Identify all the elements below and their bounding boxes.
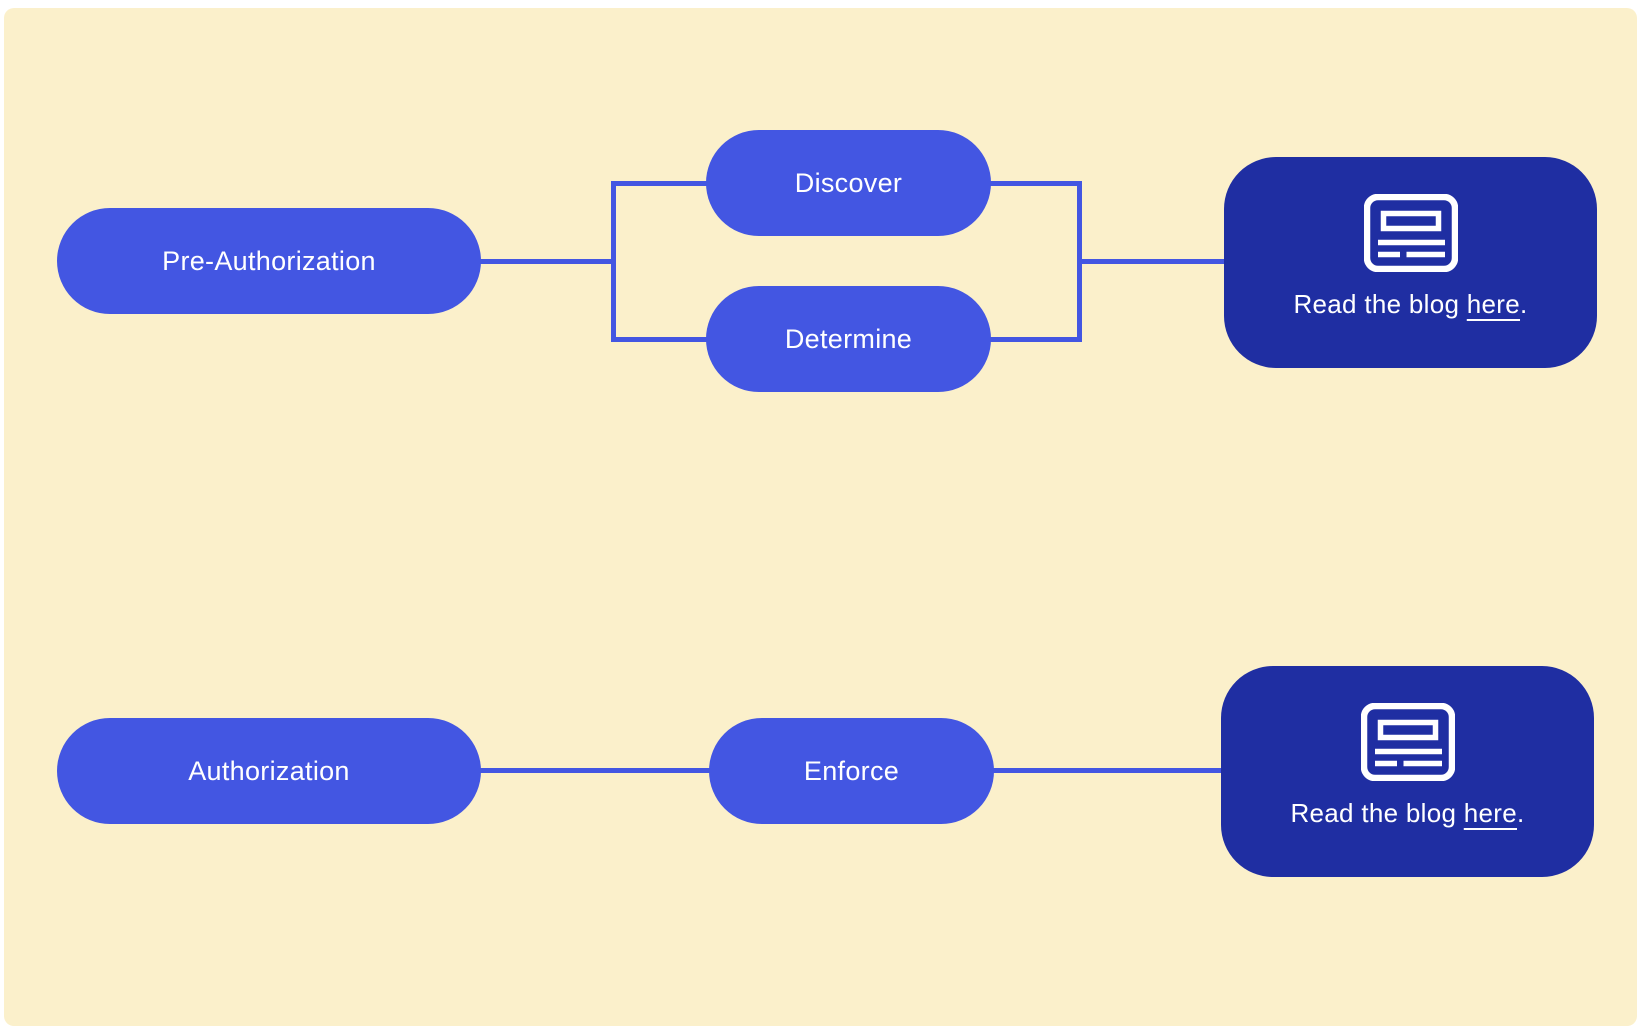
connector-merge-vertical bbox=[1077, 181, 1082, 342]
node-enforce-label: Enforce bbox=[803, 755, 900, 786]
blog-card-text-after: . bbox=[1520, 289, 1528, 319]
connector-merge-to-card bbox=[1080, 259, 1226, 264]
blog-article-icon bbox=[1360, 703, 1455, 781]
blog-card-text-before: Read the blog bbox=[1290, 798, 1464, 828]
connector-split-to-discover bbox=[613, 181, 708, 186]
diagram-canvas: Pre-Authorization Discover Determine Rea… bbox=[4, 8, 1637, 1026]
blog-card-preauthorization: Read the blog here. bbox=[1224, 157, 1597, 368]
blog-card-text-before: Read the blog bbox=[1293, 289, 1467, 319]
node-pre-authorization: Pre-Authorization bbox=[57, 208, 481, 314]
connector-authorization-to-enforce bbox=[478, 768, 712, 773]
blog-article-icon bbox=[1363, 194, 1458, 272]
connector-split-to-determine bbox=[613, 337, 708, 342]
node-discover: Discover bbox=[706, 130, 991, 236]
connector-discover-to-merge bbox=[989, 181, 1079, 186]
connector-split-vertical bbox=[611, 181, 616, 342]
connector-enforce-to-card bbox=[992, 768, 1223, 773]
node-authorization-label: Authorization bbox=[188, 755, 350, 786]
connector-preauth-to-split bbox=[478, 259, 615, 264]
node-enforce: Enforce bbox=[709, 718, 994, 824]
blog-card-authorization: Read the blog here. bbox=[1221, 666, 1594, 877]
node-discover-label: Discover bbox=[794, 167, 903, 198]
blog-card-text: Read the blog here. bbox=[1290, 798, 1524, 829]
connector-determine-to-merge bbox=[989, 337, 1079, 342]
blog-card-text: Read the blog here. bbox=[1293, 289, 1527, 320]
node-determine-label: Determine bbox=[784, 323, 913, 354]
blog-card-text-after: . bbox=[1517, 798, 1525, 828]
node-authorization: Authorization bbox=[57, 718, 481, 824]
node-pre-authorization-label: Pre-Authorization bbox=[162, 245, 376, 276]
blog-here-link[interactable]: here bbox=[1466, 289, 1521, 319]
blog-here-link[interactable]: here bbox=[1463, 798, 1518, 828]
node-determine: Determine bbox=[706, 286, 991, 392]
